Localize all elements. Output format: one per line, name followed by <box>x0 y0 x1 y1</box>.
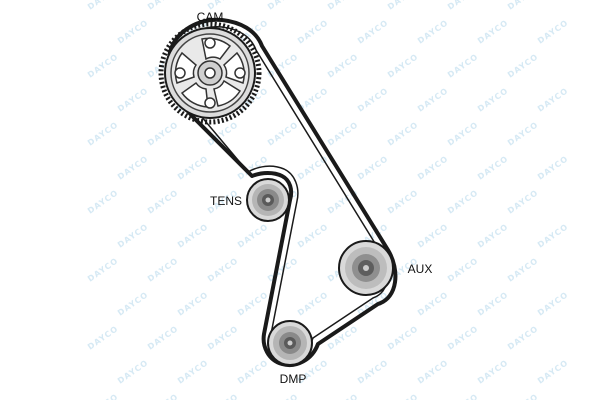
dayco-watermark: DAYCO DAYCO DAYCO DAYCO DAYCO DAYCO DAYCO DAYCO… <box>86 0 570 400</box>
watermark-text: DAYCO <box>176 222 210 250</box>
watermark-text: DAYCO <box>116 154 150 182</box>
watermark-text: DAYCO <box>116 358 150 386</box>
cam-gear-center <box>204 67 216 79</box>
watermark-text: DAYCO <box>146 392 180 400</box>
watermark-text: DAYCO <box>296 222 330 250</box>
watermark-text: DAYCO <box>116 86 150 114</box>
watermark-text: DAYCO <box>236 290 270 318</box>
watermark-text: DAYCO <box>446 120 480 148</box>
watermark-text: DAYCO <box>266 0 300 12</box>
watermark-text: DAYCO <box>146 188 180 216</box>
watermark-text: DAYCO <box>296 154 330 182</box>
watermark-text: DAYCO <box>386 188 420 216</box>
watermark-text: DAYCO <box>416 86 450 114</box>
watermark-text: DAYCO <box>356 18 390 46</box>
cam-gear-teeth <box>158 21 262 125</box>
watermark-text: DAYCO <box>206 392 240 400</box>
watermark-text: DAYCO <box>536 86 570 114</box>
watermark-text: DAYCO <box>386 392 420 400</box>
watermark-text: DAYCO <box>416 358 450 386</box>
watermark-text: DAYCO <box>416 290 450 318</box>
watermark-text: DAYCO <box>326 0 360 12</box>
watermark-text: DAYCO <box>146 0 180 12</box>
watermark-text: DAYCO <box>86 392 120 400</box>
watermark-text: DAYCO <box>476 290 510 318</box>
watermark-text: DAYCO <box>476 154 510 182</box>
cam-label: CAM <box>197 10 224 24</box>
watermark-text: DAYCO <box>356 86 390 114</box>
watermark-text: DAYCO <box>86 256 120 284</box>
watermark-text: DAYCO <box>416 18 450 46</box>
watermark-text: DAYCO <box>326 120 360 148</box>
aux-pulley <box>338 240 394 296</box>
watermark-text: DAYCO <box>236 222 270 250</box>
watermark-text: DAYCO <box>116 290 150 318</box>
watermark-text: DAYCO <box>176 358 210 386</box>
watermark-text: DAYCO <box>536 222 570 250</box>
watermark-text: DAYCO <box>386 324 420 352</box>
watermark-text: DAYCO <box>266 392 300 400</box>
watermark-text: DAYCO <box>446 188 480 216</box>
watermark-text: DAYCO <box>416 222 450 250</box>
watermark-text: DAYCO <box>86 324 120 352</box>
watermark-text: DAYCO <box>86 188 120 216</box>
watermark-text: DAYCO <box>506 392 540 400</box>
watermark-text: DAYCO <box>536 154 570 182</box>
watermark-text: DAYCO <box>326 52 360 80</box>
watermark-text: DAYCO <box>386 52 420 80</box>
watermark-text: DAYCO <box>446 392 480 400</box>
watermark-text: DAYCO <box>536 18 570 46</box>
watermark-text: DAYCO <box>446 0 480 12</box>
watermark-text: DAYCO <box>476 18 510 46</box>
watermark-text: DAYCO <box>326 392 360 400</box>
watermark-text: DAYCO <box>146 256 180 284</box>
watermark-text: DAYCO <box>266 120 300 148</box>
watermark-text: DAYCO <box>476 86 510 114</box>
watermark-text: DAYCO <box>446 256 480 284</box>
watermark-text: DAYCO <box>506 188 540 216</box>
watermark-text: DAYCO <box>176 290 210 318</box>
cam-gear <box>158 21 262 125</box>
watermark-text: DAYCO <box>116 18 150 46</box>
watermark-text: DAYCO <box>506 256 540 284</box>
tens-pulley <box>246 178 290 222</box>
watermark-text: DAYCO <box>506 120 540 148</box>
watermark-text: DAYCO <box>506 324 540 352</box>
watermark-text: DAYCO <box>116 222 150 250</box>
watermark-text: DAYCO <box>506 52 540 80</box>
tens-label: TENS <box>210 194 242 208</box>
aux-label: AUX <box>408 262 433 276</box>
watermark-text: DAYCO <box>86 0 120 12</box>
watermark-text: DAYCO <box>506 0 540 12</box>
watermark-text: DAYCO <box>356 154 390 182</box>
watermark-text: DAYCO <box>206 324 240 352</box>
dmp-label: DMP <box>280 372 307 386</box>
watermark-text: DAYCO <box>386 0 420 12</box>
watermark-text: DAYCO <box>146 324 180 352</box>
cam-gear-bolt-holes <box>174 37 246 109</box>
watermark-text: DAYCO <box>206 256 240 284</box>
watermark-text: DAYCO <box>176 154 210 182</box>
watermark-text: DAYCO <box>476 358 510 386</box>
dmp-pulley <box>267 320 313 366</box>
watermark-text: DAYCO <box>386 120 420 148</box>
watermark-text: DAYCO <box>356 358 390 386</box>
watermark-text: DAYCO <box>296 18 330 46</box>
watermark-text: DAYCO <box>446 324 480 352</box>
watermark-text: DAYCO <box>416 154 450 182</box>
watermark-text: DAYCO <box>146 120 180 148</box>
watermark-text: DAYCO <box>86 120 120 148</box>
watermark-text: DAYCO <box>536 290 570 318</box>
watermark-text: DAYCO <box>536 358 570 386</box>
watermark-text: DAYCO <box>296 290 330 318</box>
watermark-text: DAYCO <box>236 358 270 386</box>
watermark-text: DAYCO <box>446 52 480 80</box>
watermark-text: DAYCO <box>476 222 510 250</box>
watermark-text: DAYCO <box>86 52 120 80</box>
